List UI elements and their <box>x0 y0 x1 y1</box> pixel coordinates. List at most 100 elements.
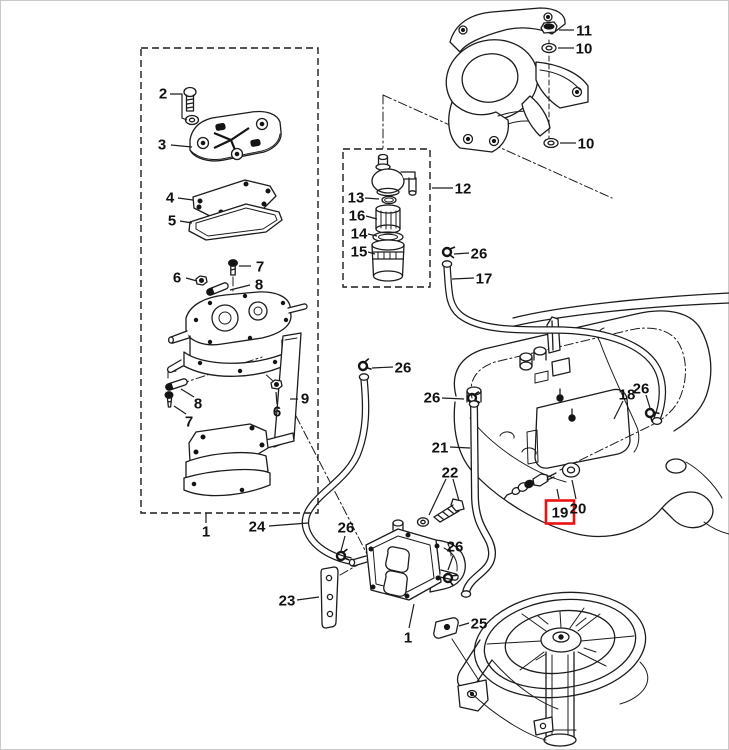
callout-24: 24 <box>249 519 266 536</box>
fuel-hose-24-drawing <box>301 373 370 565</box>
callout-26: 26 <box>338 520 355 537</box>
callout-26: 26 <box>424 390 441 407</box>
callout-label-text: 9 <box>301 391 309 408</box>
mount-plate-23-drawing <box>320 566 339 629</box>
callout-7: 7 <box>185 414 193 431</box>
callout-26: 26 <box>471 246 488 263</box>
fuel-pump-assembly-box <box>140 47 319 514</box>
callout-11: 11 <box>576 23 592 40</box>
leader-line-25 <box>458 622 470 627</box>
nut-6b-drawing <box>270 379 283 390</box>
washer-10a-drawing <box>541 42 557 54</box>
callout-13: 13 <box>348 190 365 207</box>
washer-10b-drawing <box>543 137 559 149</box>
gasket-5-drawing <box>188 203 283 241</box>
hose-clamp-26-top-drawing <box>441 245 457 260</box>
leader-line-13 <box>364 197 380 200</box>
leader-line-26 <box>371 366 394 369</box>
callout-label-text: 8 <box>194 396 202 413</box>
nut-11-drawing <box>540 21 558 34</box>
callout-label-text: 26 <box>447 539 464 556</box>
leader-line-21 <box>449 446 471 449</box>
callout-label-text: 10 <box>576 41 593 58</box>
pin-8b-drawing <box>165 378 188 391</box>
hose-clamp-26-hose24-drawing <box>356 357 374 375</box>
sensor-19-drawing <box>503 472 557 500</box>
leader-line-3 <box>170 144 193 148</box>
callout-2: 2 <box>159 86 167 103</box>
leader-line-8 <box>180 388 195 398</box>
leader-line-15 <box>367 251 376 255</box>
callout-26: 26 <box>633 381 650 398</box>
callout-6: 6 <box>273 404 281 421</box>
callout-10: 10 <box>578 136 595 153</box>
callout-label-text: 14 <box>351 226 368 243</box>
pump-lower-covers-drawing <box>183 423 271 497</box>
callout-1: 1 <box>202 524 210 541</box>
fuel-filter-head-drawing <box>371 153 417 197</box>
callout-21: 21 <box>432 440 449 457</box>
callout-label-text: 8 <box>255 277 263 294</box>
fuel-hose-21-drawing <box>460 400 496 598</box>
callout-8: 8 <box>255 277 263 294</box>
leader-line-26 <box>453 252 470 255</box>
leader-line-23 <box>296 596 320 601</box>
o-ring-13-drawing <box>381 195 397 205</box>
screw-7a-drawing <box>228 259 238 276</box>
callout-label-text: 22 <box>442 465 459 482</box>
bottom-cowling-pan-drawing <box>453 292 729 538</box>
callout-1: 1 <box>404 630 412 647</box>
callout-6: 6 <box>173 270 181 287</box>
pump-top-cover-3-drawing <box>189 110 282 162</box>
callout-label-text: 26 <box>338 520 355 537</box>
leader-line-22 <box>452 478 460 502</box>
callout-20: 20 <box>570 501 587 518</box>
callout-label-text: 13 <box>348 190 365 207</box>
assembly-boxes <box>140 47 431 514</box>
callout-label-text: 24 <box>249 519 266 536</box>
callout-4: 4 <box>166 190 175 207</box>
callout-label-text: 26 <box>424 390 441 407</box>
bolt-2-drawing <box>183 86 200 126</box>
callout-label-text: 6 <box>273 404 281 421</box>
callout-5: 5 <box>168 213 176 230</box>
callout-25: 25 <box>471 616 488 633</box>
leader-line-26 <box>447 555 454 571</box>
leader-line-7 <box>173 405 187 415</box>
callout-19-highlighted: 19 <box>544 499 576 525</box>
fuel-pump-assembly-drawing <box>348 519 466 601</box>
filter-cup-15-drawing <box>371 239 405 282</box>
callout-17: 17 <box>476 271 493 288</box>
callout-18: 18 <box>619 387 636 404</box>
callout-label-text: 3 <box>158 137 166 154</box>
callout-label-text: 25 <box>471 616 488 633</box>
callout-label-text: 4 <box>166 190 175 207</box>
leader-line-6 <box>185 277 198 282</box>
leader-line-26 <box>441 397 465 400</box>
highlight-box <box>544 499 576 525</box>
bolt-22-drawing <box>416 498 465 527</box>
callout-label-text: 21 <box>432 440 449 457</box>
callout-16: 16 <box>349 208 366 225</box>
callout-label-text: 15 <box>351 244 368 261</box>
leader-line-14 <box>367 233 378 237</box>
callout-label-text: 26 <box>471 246 488 263</box>
leader-line-18 <box>613 400 624 420</box>
leader-line-24 <box>268 522 309 527</box>
lower-housing-drawing <box>456 591 649 747</box>
leader-line-4 <box>177 197 194 201</box>
engine-bracket-drawing <box>445 7 589 153</box>
leader-line-22 <box>428 478 447 516</box>
callout-label-text: 6 <box>173 270 181 287</box>
callout-label-text: 20 <box>570 501 587 518</box>
leader-line-20 <box>571 479 577 500</box>
leader-line-1 <box>408 603 415 629</box>
callout-26: 26 <box>447 539 464 556</box>
leader-line-17 <box>451 277 475 280</box>
callout-label-text: 7 <box>256 259 264 276</box>
leader-line-26 <box>340 535 346 552</box>
callout-15: 15 <box>351 244 368 261</box>
callout-label-text: 7 <box>185 414 193 431</box>
